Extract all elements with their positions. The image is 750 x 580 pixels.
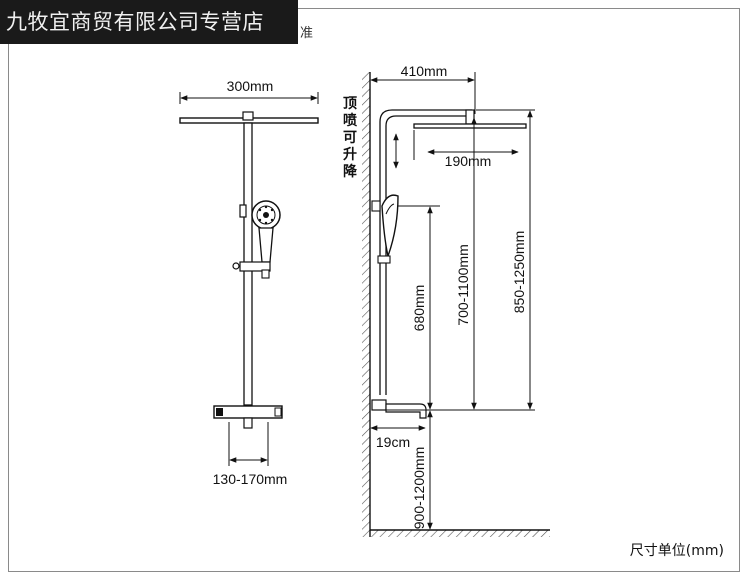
mixer-handle-right: [274, 407, 282, 417]
handset-height-label: 680mm: [411, 285, 427, 332]
side-slider: [377, 255, 391, 264]
floor-hatching: [370, 530, 550, 537]
clamp-knob: [232, 262, 240, 270]
side-view: 顶 喷 可 升 降 410mm 190mm: [343, 63, 550, 537]
mixer-bar: [213, 405, 283, 419]
hose-connector: [261, 269, 270, 279]
riser-outer: [379, 109, 472, 395]
side-hand-shower-detail: [385, 203, 395, 215]
mount-height-label: 900-1200mm: [411, 447, 427, 530]
range-2-label: 850-1250mm: [511, 231, 527, 314]
bottom-width-label: 130-170mm: [213, 471, 288, 487]
spout-length-label: 19cm: [376, 434, 410, 450]
tub-spout: [385, 403, 427, 419]
unit-note: 尺寸单位(mm): [629, 543, 724, 559]
lift-label: 顶 喷 可 升 降: [343, 96, 358, 180]
store-name: 九牧宜商贸有限公司专营店: [6, 10, 264, 34]
wall-hatching: [362, 72, 370, 537]
side-handset-holder: [371, 200, 381, 212]
front-view: 300mm 130-170mm: [179, 78, 319, 487]
lift-label-char-3: 可: [343, 130, 357, 146]
diagram-frame: [8, 8, 740, 572]
side-hand-shower: [381, 194, 399, 259]
store-banner: 九牧宜商贸有限公司专营店: [0, 0, 298, 44]
head-connector: [465, 109, 475, 125]
lift-label-char-4: 升: [343, 146, 357, 163]
arm-length-label: 410mm: [401, 63, 448, 79]
lift-label-char-2: 喷: [343, 112, 357, 129]
handset-holder: [239, 204, 247, 218]
top-width-label: 300mm: [227, 78, 274, 94]
head-offset-label: 190mm: [445, 153, 492, 169]
banner-tail-text: 准: [300, 26, 314, 41]
slider-clamp: [239, 261, 271, 272]
mixer-handle-left: [216, 408, 223, 416]
mixer-outlet: [243, 417, 253, 429]
overhead-plate-side: [413, 123, 527, 129]
lift-label-char-5: 降: [343, 163, 358, 180]
lift-label-char-1: 顶: [343, 96, 357, 112]
mixer-body-side: [371, 399, 387, 411]
hand-shower: [251, 200, 281, 263]
plate-connector: [242, 111, 254, 121]
riser-inner: [385, 115, 472, 395]
range-1-label: 700-1100mm: [455, 244, 471, 325]
